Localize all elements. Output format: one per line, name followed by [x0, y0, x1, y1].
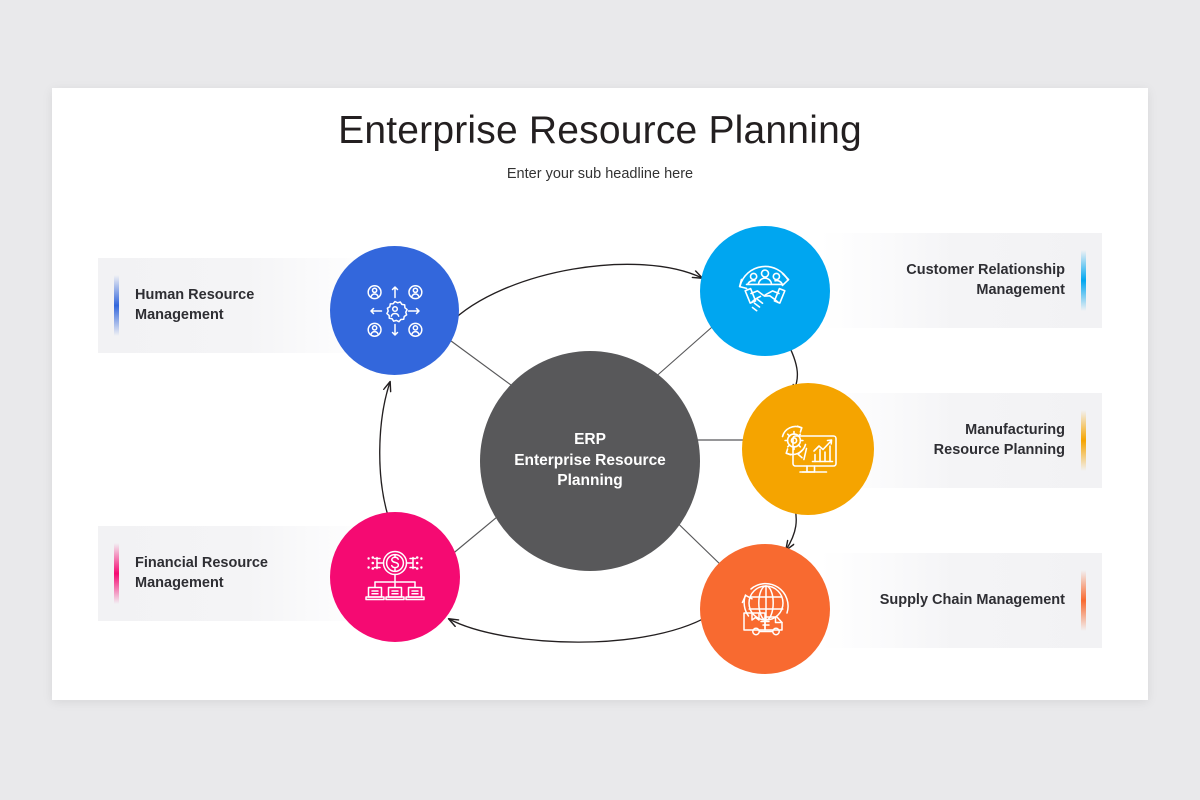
label-text-crm: Customer Relationship Management: [906, 262, 1065, 298]
accent-bar-mrp: [1081, 410, 1086, 471]
arrow-scm-to-frm: [449, 611, 716, 643]
accent-bar-crm: [1081, 250, 1086, 311]
label-card-supply-chain-management[interactable]: Supply Chain Management: [820, 553, 1102, 648]
label-text-mrp: Manufacturing Resource Planning: [933, 422, 1065, 458]
card-background: [820, 233, 1102, 328]
erp-cycle-diagram: Human Resource Management Financial Reso…: [52, 88, 1148, 700]
label-text-scm: Supply Chain Management: [879, 591, 1065, 608]
node-manufacturing-resource-planning[interactable]: [742, 383, 874, 515]
node-financial-resource-management[interactable]: [330, 512, 460, 642]
arrow-hr-to-crm: [448, 263, 702, 325]
accent-bar-hr: [114, 275, 119, 336]
label-text-frm: Financial Resource Management: [135, 555, 268, 591]
slide-canvas: Enterprise Resource Planning Enter your …: [52, 88, 1148, 700]
people-gear-icon: [366, 284, 423, 337]
slide-header: Enterprise Resource Planning Enter your …: [52, 109, 1148, 182]
page-subtitle: Enter your sub headline here: [506, 165, 694, 182]
spoke-to-crm: [651, 319, 721, 381]
node-supply-chain-management[interactable]: [700, 544, 830, 674]
hub-label: ERP Enterprise Resource Planning: [514, 431, 666, 490]
dollar-network-icon: [365, 550, 425, 601]
arrow-frm-to-hr: [379, 382, 393, 529]
accent-bar-scm: [1081, 570, 1086, 631]
handshake-people-icon: [738, 265, 790, 312]
page-title: Enterprise Resource Planning: [338, 109, 862, 152]
label-card-customer-relationship-management[interactable]: Customer Relationship Management: [820, 233, 1102, 328]
globe-truck-icon: [741, 582, 789, 636]
node-customer-relationship-management[interactable]: [700, 226, 830, 356]
card-background: [820, 553, 1102, 648]
monitor-gear-chart-icon: [781, 425, 837, 473]
node-human-resource-management[interactable]: [330, 246, 459, 375]
hub-node-erp[interactable]: ERP Enterprise Resource Planning: [480, 351, 700, 571]
accent-bar-frm: [114, 543, 119, 604]
label-text-hr: Human Resource Management: [135, 287, 255, 323]
